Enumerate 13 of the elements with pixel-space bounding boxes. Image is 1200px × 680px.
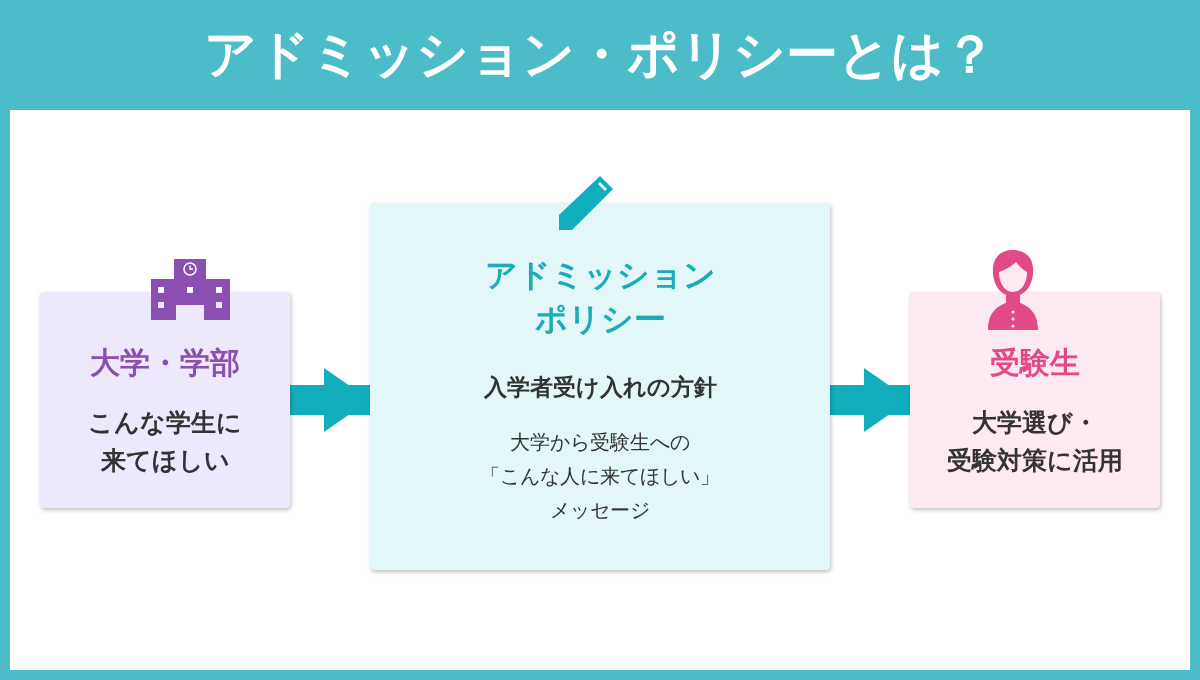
box-text: 大学から受験生への「こんな人に来てほしい」メッセージ <box>479 429 721 524</box>
arrow <box>830 368 910 432</box>
box-subheading: 入学者受け入れの方針 <box>482 373 718 402</box>
title: アドミッション・ポリシーとは？ <box>203 23 997 86</box>
arrow <box>290 368 370 432</box>
box-heading: アドミッションポリシー <box>483 255 717 340</box>
box-heading: 受験生 <box>989 344 1081 382</box>
info-box <box>40 292 290 508</box>
box-text: こんな学生に来てほしい <box>87 407 243 477</box>
info-box <box>370 203 830 570</box>
box-text: 大学選び・受験対策に活用 <box>946 407 1124 477</box>
info-box <box>910 292 1160 508</box>
box-heading: 大学・学部 <box>89 344 241 382</box>
